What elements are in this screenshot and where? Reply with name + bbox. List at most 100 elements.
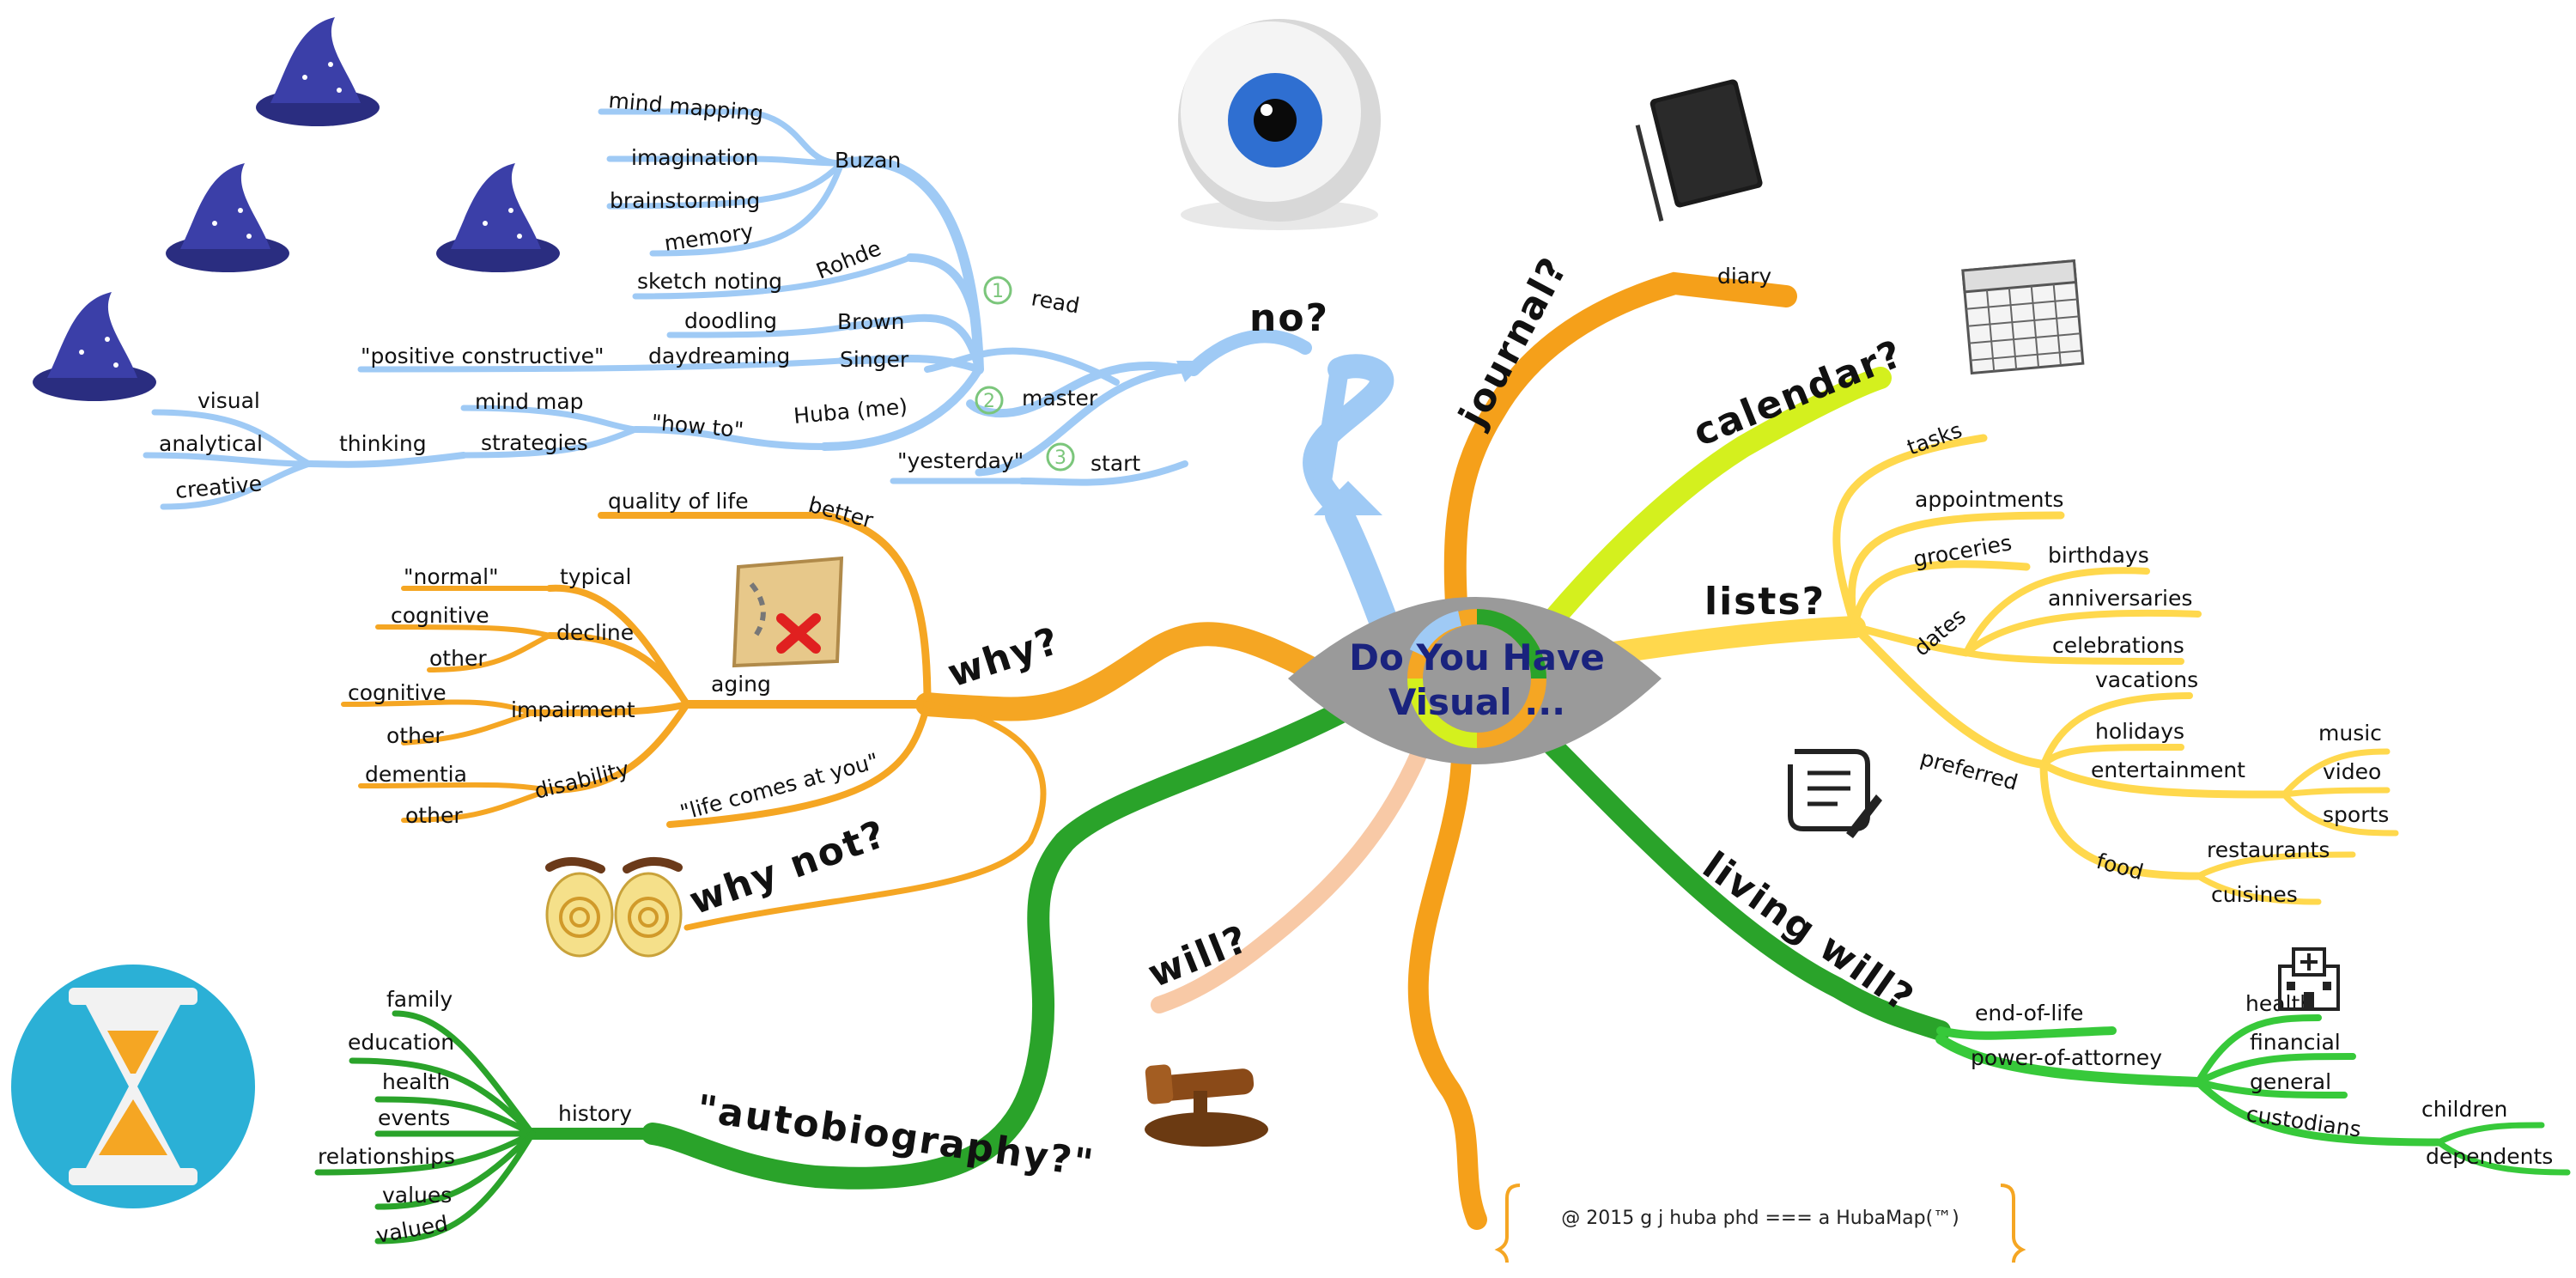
autobiography-branch [314,702,1351,1245]
buzan-label[interactable]: Buzan [835,148,901,173]
relationships-label[interactable]: relationships [318,1144,455,1169]
financial-label[interactable]: financial [2250,1030,2341,1055]
singer-label[interactable]: Singer [840,347,909,372]
center-title-line1: Do You Have [1349,636,1605,679]
num1-text: 1 [992,281,1004,302]
values-label[interactable]: values [382,1183,452,1208]
thinking-label[interactable]: thinking [339,431,427,456]
tasks-label[interactable]: tasks [1904,417,1965,460]
power-of-attorney-label[interactable]: power-of-attorney [1971,1045,2162,1070]
other1-label[interactable]: other [429,646,487,671]
scroll-quill-icon [1788,749,1882,838]
food-label[interactable]: food [2093,849,2146,885]
history-label[interactable]: history [558,1101,632,1126]
no-label[interactable]: no? [1249,296,1329,340]
how-to-label[interactable]: "how to" [650,410,744,442]
sports-label[interactable]: sports [2323,802,2389,827]
yesterday-label[interactable]: "yesterday" [897,448,1024,473]
wizard-hat-icon [166,163,289,272]
appointments-label[interactable]: appointments [1915,487,2063,512]
mind-map-label[interactable]: mind map [475,389,584,414]
dementia-label[interactable]: dementia [365,762,467,787]
credit-box: @ 2015 g j huba phd === a HubaMap(™) [1494,1184,2026,1263]
num3-badge: 3 [1046,442,1075,472]
lists-branch [1603,434,2399,905]
anniversaries-label[interactable]: anniversaries [2048,586,2192,611]
family-label[interactable]: family [386,987,453,1012]
imagination-label[interactable]: imagination [631,145,759,170]
impairment-label[interactable]: impairment [511,697,635,722]
holidays-label[interactable]: holidays [2095,719,2184,744]
end-of-life-label[interactable]: end-of-life [1975,1001,2083,1025]
health-autobio-label[interactable]: health [382,1069,450,1094]
gavel-icon [1145,1064,1268,1147]
decline-label[interactable]: decline [556,620,634,645]
entertainment-label[interactable]: entertainment [2091,758,2245,782]
journal-sublabels: diary [1717,264,1771,289]
mind-mapping-label[interactable]: mind mapping [607,88,764,126]
dependents-label[interactable]: dependents [2426,1144,2553,1169]
num1-badge: 1 [983,276,1012,305]
hospital-icon [2278,947,2340,1011]
normal-label[interactable]: "normal" [404,564,499,589]
analytical-label[interactable]: analytical [159,431,263,456]
brainstorming-label[interactable]: brainstorming [610,188,760,213]
brown-label[interactable]: Brown [837,309,904,334]
huba-label[interactable]: Huba (me) [793,393,908,428]
general-label[interactable]: general [2250,1069,2331,1094]
better-label[interactable]: better [805,492,876,533]
cognitive1-label[interactable]: cognitive [391,603,489,628]
visual-label[interactable]: visual [197,388,260,413]
cognitive2-label[interactable]: cognitive [348,680,447,705]
calendar-sketch-icon [1961,259,2085,375]
quality-of-life-label[interactable]: quality of life [608,489,749,514]
diary-label[interactable]: diary [1717,264,1771,289]
vacations-label[interactable]: vacations [2095,667,2198,692]
creative-label[interactable]: creative [174,471,263,503]
disability-label[interactable]: disability [532,756,631,803]
valued-label[interactable]: valued [374,1211,450,1248]
living-will-label[interactable]: living will? [1695,843,1923,1021]
celebrations-label[interactable]: celebrations [2052,633,2184,658]
aging-label[interactable]: aging [711,672,771,697]
living-will-sublabels: end-of-life power-of-attorney health fin… [1971,991,2553,1169]
master-label[interactable]: master [1022,386,1098,411]
education-label[interactable]: education [348,1030,454,1055]
music-label[interactable]: music [2318,721,2382,746]
read-label[interactable]: read [1030,285,1081,318]
daydreaming-label[interactable]: daydreaming [648,344,790,368]
restaurants-label[interactable]: restaurants [2207,837,2330,862]
journal-branch [1407,271,1797,1230]
doodling-label[interactable]: doodling [684,308,777,333]
no-sublabels: read master start "yesterday" Buzan mind… [159,88,1140,503]
center-eye[interactable]: Do You Have Visual ... [1288,597,1662,764]
positive-constructive-label[interactable]: "positive constructive" [361,344,605,368]
start-label[interactable]: start [1091,451,1140,476]
eye-shape [1288,597,1662,764]
wizard-hat-icon [256,17,380,126]
eyeball-icon [1178,19,1381,230]
children-label[interactable]: children [2421,1097,2507,1122]
wizard-hat-icon [436,163,560,272]
other2-label[interactable]: other [386,723,444,748]
num3-text: 3 [1054,447,1066,469]
credit-text: @ 2015 g j huba phd === a HubaMap(™) [1561,1208,1959,1229]
strategies-label[interactable]: strategies [481,430,588,455]
center-title-line2: Visual ... [1388,681,1565,723]
cuisines-label[interactable]: cuisines [2211,882,2298,907]
main-labels: journal? calendar? lists? living will? w… [683,250,1922,1186]
wizard-hat-icon [33,292,156,401]
video-label[interactable]: video [2323,759,2381,784]
no-branch [143,108,1397,633]
typical-label[interactable]: typical [560,564,631,589]
sketch-noting-label[interactable]: sketch noting [637,269,782,294]
why-label[interactable]: why? [943,618,1066,696]
lists-label[interactable]: lists? [1704,580,1826,624]
notebook-icon [1635,79,1763,222]
birthdays-label[interactable]: birthdays [2048,543,2149,568]
hourglass-icon [11,965,255,1208]
events-label[interactable]: events [378,1105,450,1130]
treasure-map-icon [732,556,844,668]
calendar-label[interactable]: calendar? [1687,332,1910,455]
other3-label[interactable]: other [405,803,463,828]
